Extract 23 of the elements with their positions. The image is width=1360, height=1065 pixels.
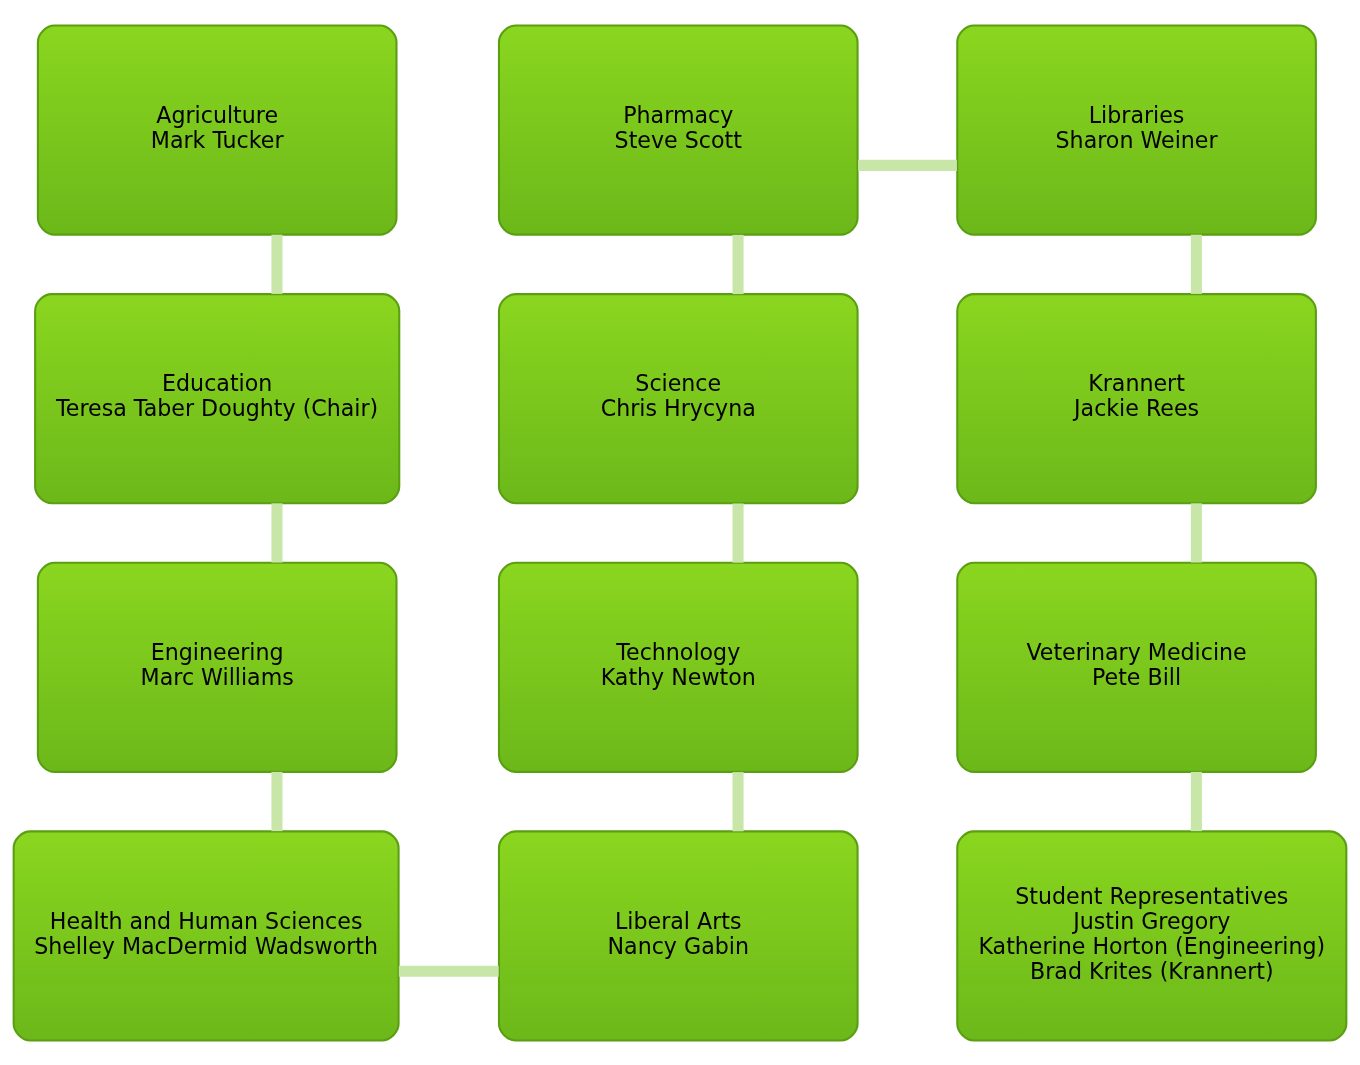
connector bbox=[1190, 502, 1202, 563]
node-box: Education Teresa Taber Doughty (Chair) bbox=[34, 292, 401, 504]
connector bbox=[732, 234, 744, 294]
connector bbox=[732, 771, 744, 831]
node-box: Libraries Sharon Weiner bbox=[956, 24, 1317, 236]
node-box: Krannert Jackie Rees bbox=[956, 292, 1317, 504]
node-box: Health and Human Sciences Shelley MacDermid Wadsworth bbox=[12, 829, 400, 1041]
node-box: Student Representatives Justin Gregory Katherine Horton (Engineering) Brad Krites (Krannert) bbox=[956, 829, 1348, 1041]
node-box: Agriculture Mark Tucker bbox=[36, 24, 398, 236]
node-box: Science Chris Hrycyna bbox=[497, 292, 859, 504]
node-box: Engineering Marc Williams bbox=[36, 561, 398, 773]
connector bbox=[1190, 234, 1202, 294]
connector bbox=[271, 502, 283, 563]
connector bbox=[398, 965, 499, 977]
connector bbox=[1190, 771, 1202, 831]
connector bbox=[271, 771, 283, 831]
node-box: Veterinary Medicine Pete Bill bbox=[956, 561, 1317, 773]
connector bbox=[858, 159, 957, 171]
node-box: Liberal Arts Nancy Gabin bbox=[497, 829, 859, 1041]
node-box: Pharmacy Steve Scott bbox=[497, 24, 859, 236]
connector bbox=[732, 502, 744, 563]
connector bbox=[271, 234, 283, 294]
node-box: Technology Kathy Newton bbox=[497, 561, 859, 773]
